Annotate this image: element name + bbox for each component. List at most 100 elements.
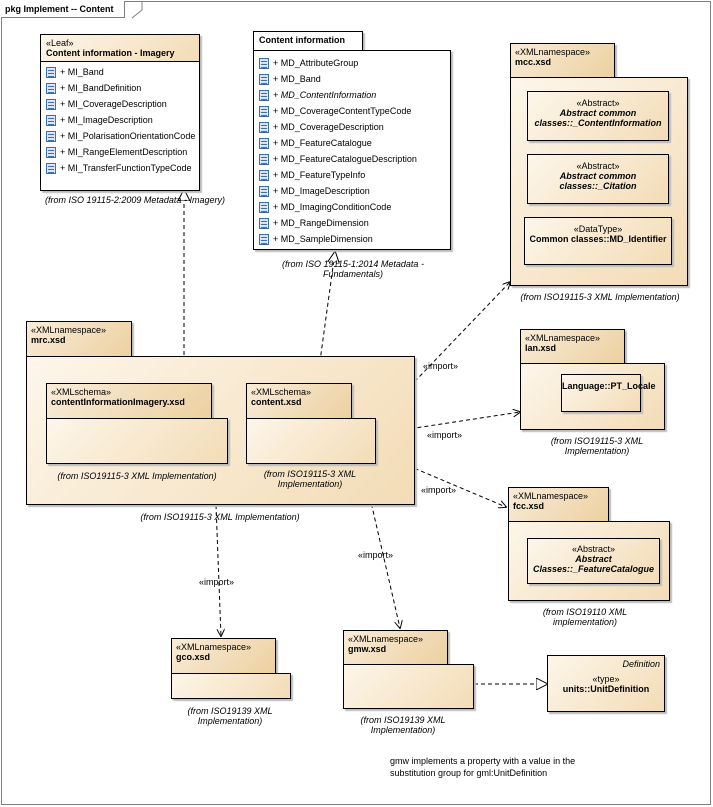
mrc-name: mrc.xsd [31, 335, 66, 345]
imagery-stereotype: «Leaf» [46, 38, 74, 48]
schema-content-package [246, 418, 376, 464]
import-label-mcc: «import» [423, 361, 459, 371]
attribute-icon [46, 67, 56, 79]
attribute-row: + MI_CoverageDescription [41, 96, 199, 112]
attribute-label: + MD_ImagingConditionCode [273, 202, 392, 212]
lan-name: lan.xsd [525, 343, 557, 353]
gco-name: gco.xsd [176, 652, 211, 662]
attribute-icon [259, 186, 269, 198]
attribute-row: + MI_PolarisationOrientationCode [41, 128, 199, 144]
attribute-row: + MD_SampleDimension [254, 231, 450, 247]
frame-title: pkg Implement -- Content [1, 1, 125, 18]
schema-imagery-from: (from ISO19115-3 XML Implementation) [57, 471, 217, 481]
gco-package [171, 673, 291, 699]
attribute-icon [259, 170, 269, 182]
attribute-label: + MD_FeatureCatalogue [273, 138, 372, 148]
attribute-icon [259, 154, 269, 166]
attribute-row: + MD_ContentInformation [254, 87, 450, 103]
content-class-name: Content information [259, 35, 345, 45]
mcc-item-stereotype: «DataType» [573, 224, 623, 234]
import-label-gco: «import» [199, 577, 235, 587]
mcc-stereotype: «XMLnamespace» [515, 47, 591, 57]
gco-tab: «XMLnamespace» gco.xsd [171, 638, 276, 674]
content-attributes: + MD_AttributeGroup + MD_Band + MD_Content… [254, 51, 450, 247]
attribute-label: + MI_PolarisationOrientationCode [60, 131, 196, 141]
attribute-icon [259, 202, 269, 214]
attribute-row: + MD_ImagingConditionCode [254, 199, 450, 215]
schema-imagery-stereotype: «XMLschema» [51, 387, 112, 397]
attribute-icon [259, 74, 269, 86]
attribute-label: + MD_Band [273, 74, 321, 84]
attribute-label: + MD_CoverageContentTypeCode [273, 106, 412, 116]
attribute-row: + MD_AttributeGroup [254, 55, 450, 71]
mcc-content-information: «Abstract» Abstract common classes::_Con… [527, 91, 669, 141]
definition-stereotype: «type» [592, 674, 620, 684]
mcc-item-name: Common classes::MD_Identifier [529, 234, 667, 244]
attribute-label: + MI_ImageDescription [60, 115, 153, 125]
fcc-item-stereotype: «Abstract» [571, 544, 616, 554]
content-class: + MD_AttributeGroup + MD_Band + MD_Content… [253, 50, 451, 250]
mcc-item-name: Abstract common classes::_ContentInforma… [534, 108, 662, 128]
definition-class: Definition «type» units::UnitDefinition [547, 655, 665, 712]
fcc-name: fcc.xsd [513, 501, 545, 511]
attribute-icon [46, 131, 56, 143]
attribute-row: + MD_FeatureCatalogue [254, 135, 450, 151]
attribute-label: + MI_CoverageDescription [60, 99, 167, 109]
attribute-icon [259, 90, 269, 102]
imagery-class: «Leaf» Content information - Imagery + M… [40, 34, 200, 191]
frame-corner [131, 1, 143, 19]
attribute-label: + MI_TransferFunctionTypeCode [60, 163, 192, 173]
lan-tab: «XMLnamespace» lan.xsd [520, 329, 625, 364]
gmw-package [343, 664, 474, 709]
attribute-label: + MD_FeatureCatalogueDescription [273, 154, 417, 164]
schema-imagery-name: contentInformationImagery.xsd [51, 397, 185, 407]
attribute-row: + MD_ImageDescription [254, 183, 450, 199]
mrc-from: (from ISO19115-3 XML Implementation) [140, 512, 300, 522]
attribute-row: + MI_RangeElementDescription [41, 144, 199, 160]
note-text: gmw implements a property with a value i… [390, 756, 576, 778]
imagery-class-name: Content information - Imagery [46, 48, 175, 58]
schema-content-stereotype: «XMLschema» [251, 387, 312, 397]
attribute-row: + MI_TransferFunctionTypeCode [41, 160, 199, 176]
mcc-item-stereotype: «Abstract» [576, 98, 620, 108]
fcc-item-name: Abstract Classes::_FeatureCatalogue [532, 554, 655, 574]
mrc-tab: «XMLnamespace» mrc.xsd [26, 321, 132, 357]
content-from: (from ISO 19115-1:2014 Metadata - Fundam… [282, 259, 424, 279]
attribute-label: + MD_RangeDimension [273, 218, 369, 228]
content-class-tab: Content information [253, 31, 363, 51]
mcc-item-stereotype: «Abstract» [576, 161, 620, 171]
attribute-label: + MD_ContentInformation [273, 90, 377, 100]
attribute-label: + MD_FeatureTypeInfo [273, 170, 366, 180]
definition-name: units::UnitDefinition [562, 684, 650, 694]
fcc-tab: «XMLnamespace» fcc.xsd [508, 487, 609, 522]
fcc-from: (from ISO19110 XML implementation) [542, 607, 628, 627]
gmw-from: (from ISO19139 XML Implementation) [360, 715, 446, 735]
attribute-icon [259, 58, 269, 70]
attribute-row: + MI_Band [41, 64, 199, 80]
attribute-label: + MD_ImageDescription [273, 186, 370, 196]
imagery-from: (from ISO 19115-2:2009 Metadata - Imager… [45, 195, 225, 205]
gmw-stereotype: «XMLnamespace» [348, 634, 424, 644]
attribute-row: + MD_RangeDimension [254, 215, 450, 231]
gco-stereotype: «XMLnamespace» [176, 642, 252, 652]
import-mcc [375, 282, 510, 423]
gco-from: (from ISO19139 XML Implementation) [187, 706, 273, 726]
imagery-attributes: + MI_Band+ MI_BandDefinition+ MI_Coverag… [41, 62, 199, 176]
attribute-row: + MD_CoverageDescription [254, 119, 450, 135]
attribute-icon [46, 147, 56, 159]
fcc-feature-catalogue: «Abstract» Abstract Classes::_FeatureCat… [527, 538, 660, 584]
attribute-label: + MD_SampleDimension [273, 234, 373, 244]
schema-content-tab: «XMLschema» content.xsd [246, 383, 352, 419]
definition-title: Definition [622, 659, 660, 669]
attribute-row: + MD_CoverageContentTypeCode [254, 103, 450, 119]
attribute-row: + MI_ImageDescription [41, 112, 199, 128]
lan-from: (from ISO19115-3 XML Implementation) [550, 436, 644, 456]
mcc-citation: «Abstract» Abstract common classes::_Cit… [527, 154, 669, 204]
mcc-item-name: Abstract common classes::_Citation [559, 171, 637, 191]
attribute-label: + MI_RangeElementDescription [60, 147, 188, 157]
attribute-icon [259, 138, 269, 150]
mrc-stereotype: «XMLnamespace» [31, 325, 107, 335]
attribute-icon [46, 115, 56, 127]
attribute-label: + MD_CoverageDescription [273, 122, 384, 132]
lan-locale-name: Language::PT_Locale [562, 381, 656, 391]
